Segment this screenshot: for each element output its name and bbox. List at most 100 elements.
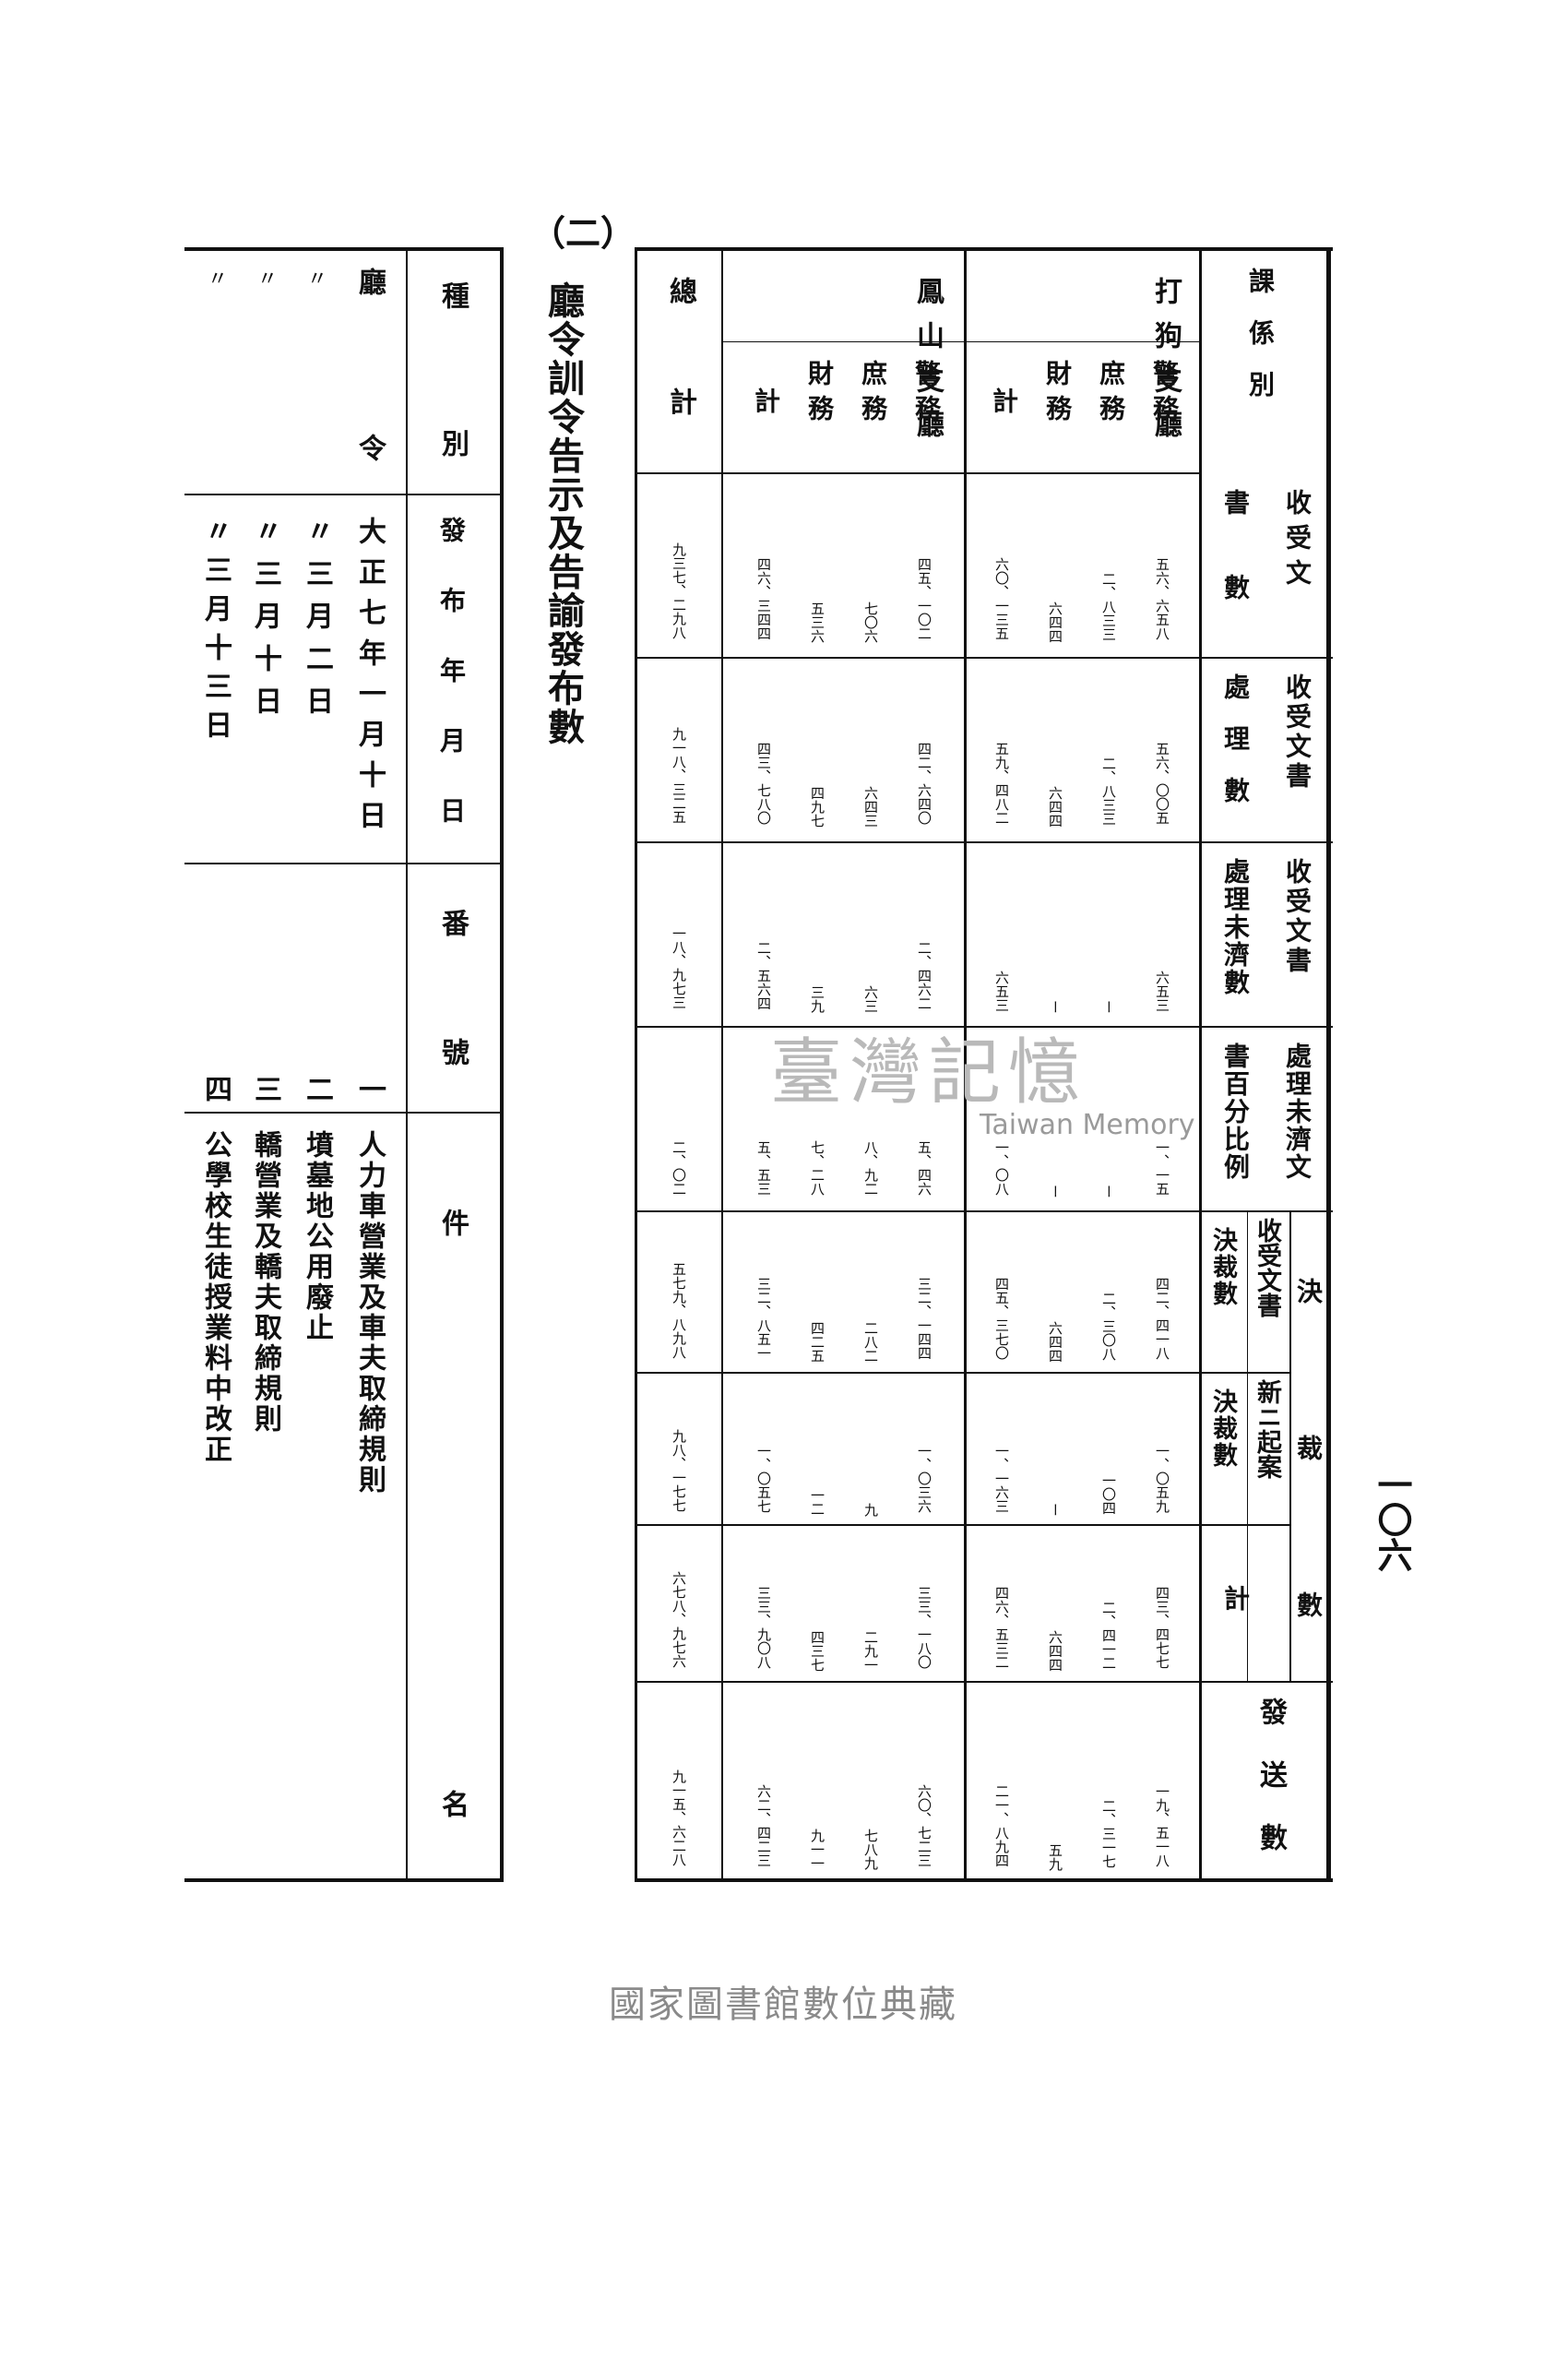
name-1: 人力車營業及車夫取締規則 xyxy=(353,1130,386,1495)
header-date: 發布年月日 xyxy=(436,517,467,867)
table-cell: 三三、一八〇 xyxy=(916,1586,932,1669)
name-3: 轎營業及轎夫取締規則 xyxy=(249,1130,281,1435)
section-title: 廳令訓令告示及告諭發布數 xyxy=(541,281,585,746)
table-cell: 四二五 xyxy=(809,1321,826,1363)
table-cell: 五三六 xyxy=(809,602,826,643)
watermark-latin: Taiwan Memory xyxy=(980,1109,1195,1141)
table-cell: 六四四 xyxy=(1047,786,1063,828)
table-cell: ー xyxy=(1100,1185,1117,1198)
sub-police-2: 警務 xyxy=(911,360,942,430)
date-1: 大正七年一月十日 xyxy=(353,517,386,841)
table-cell: 四三七 xyxy=(809,1630,826,1672)
table-cell: 二、五六四 xyxy=(755,941,772,1010)
table-cell: 五七九、八九八 xyxy=(671,1262,687,1359)
date-3: 〃三月十日 xyxy=(249,517,281,729)
table-cell: 三九 xyxy=(809,985,826,1013)
table-cell: ー xyxy=(1100,1000,1117,1014)
table-cell: 六四四 xyxy=(1047,1321,1063,1363)
table-cell: 八、九二 xyxy=(862,1140,879,1196)
row-label: 收受文 xyxy=(1282,489,1313,594)
table-cell: 一〇四 xyxy=(1100,1473,1117,1515)
table-cell: ー xyxy=(1047,1000,1063,1014)
table-cell: 四三、四七七 xyxy=(1154,1586,1170,1669)
table-cell: 六〇、七二三 xyxy=(916,1784,932,1867)
page: { "page_number": "一〇六", "section_marker"… xyxy=(184,212,1413,2371)
table-cell: 六四四 xyxy=(1047,602,1063,643)
table-cell: 四二、四一八 xyxy=(1154,1277,1170,1360)
table-cell: 四六、五三二 xyxy=(993,1586,1010,1669)
table-cell: 四九七 xyxy=(809,786,826,828)
table-cell: 九 xyxy=(862,1503,879,1517)
table-cell: 四五、一〇二 xyxy=(916,557,932,640)
header-name: 件名 xyxy=(436,1209,469,2371)
row-label: 數 xyxy=(1293,1591,1324,1617)
table-cell: 九八、一七七 xyxy=(671,1429,687,1512)
table-cell: 二、八三三 xyxy=(1100,757,1117,826)
table-cell: ー xyxy=(1047,1185,1063,1198)
sub-finance: 財務 xyxy=(1042,360,1073,430)
row-label: 發送數 xyxy=(1254,1698,1287,1886)
date-4: 〃三月十三日 xyxy=(199,517,232,749)
no-2: 二 xyxy=(301,1075,333,1102)
grand-total-header: 總計 xyxy=(664,277,696,498)
table-cell: 五九 xyxy=(1047,1843,1063,1871)
sub-general: 庶務 xyxy=(1096,360,1126,430)
table-cell: 四三、七八〇 xyxy=(755,742,772,825)
table-cell: 一二 xyxy=(809,1488,826,1516)
table-cell: 二九一 xyxy=(862,1630,879,1672)
table-cell: 三二、八五一 xyxy=(755,1277,772,1360)
table-cell: 六二、四二三 xyxy=(755,1784,772,1867)
row-label: 處理數 xyxy=(1220,673,1251,828)
row-label: 收受文書 xyxy=(1253,1218,1281,1317)
section-marker: （二） xyxy=(530,212,636,254)
table-cell: 一、〇八 xyxy=(993,1140,1010,1196)
table-cell: 四二、六四〇 xyxy=(916,742,932,825)
table-cell: 六四四 xyxy=(1047,1630,1063,1672)
no-1: 一 xyxy=(353,1075,386,1102)
row-label: 裁 xyxy=(1293,1435,1324,1460)
row-label: 書百分比例 xyxy=(1220,1043,1251,1181)
table-cell: 二、三一七 xyxy=(1100,1799,1117,1868)
sub-total-2: 計 xyxy=(751,387,781,413)
name-2: 墳墓地公用廢止 xyxy=(301,1130,333,1343)
table-cell: ー xyxy=(1047,1503,1063,1517)
table-cell: 七、二八 xyxy=(809,1140,826,1196)
table-cell: 五六、六五八 xyxy=(1154,557,1170,640)
table-cell: 二、〇二 xyxy=(671,1140,687,1196)
table-cell: 二一、八九四 xyxy=(993,1784,1010,1867)
sub-general-2: 庶務 xyxy=(858,360,888,430)
table-cell: 二、三〇八 xyxy=(1100,1292,1117,1361)
table-cell: 一、〇三六 xyxy=(916,1444,932,1513)
table-cell: 一八、九七三 xyxy=(671,926,687,1009)
header-no: 番號 xyxy=(436,909,469,1167)
table-cell: 七〇六 xyxy=(862,602,879,643)
table-cell: 六〇、一三五 xyxy=(993,557,1010,640)
header-corner: 課係別 xyxy=(1245,268,1276,423)
table-cell: 七八九 xyxy=(862,1829,879,1870)
no-4: 四 xyxy=(199,1075,232,1102)
row-label: 新ニ起案 xyxy=(1253,1379,1281,1479)
table-cell: 二八二 xyxy=(862,1321,879,1363)
sub-total: 計 xyxy=(989,387,1019,413)
table-cell: 五、五三 xyxy=(755,1140,772,1196)
row-label: 處理未濟數 xyxy=(1220,858,1251,996)
date-2: 〃三月二日 xyxy=(301,517,333,729)
row-label: 收受文書 xyxy=(1282,858,1313,976)
table-cell: 六五三 xyxy=(1154,971,1170,1012)
table-cell: 三二、一四四 xyxy=(916,1277,932,1360)
table-cell: 六三 xyxy=(862,985,879,1013)
table-cell: 一、〇五七 xyxy=(755,1444,772,1513)
table-cell: 五九、四八二 xyxy=(993,742,1010,825)
kind-4: 〃 xyxy=(204,268,227,288)
table-cell: 四六、三四四 xyxy=(755,557,772,640)
name-4: 公學校生徒授業料中改正 xyxy=(199,1130,232,1465)
kind-2: 〃 xyxy=(303,268,327,288)
table-cell: 三三、九〇八 xyxy=(755,1586,772,1669)
row-label: 書數 xyxy=(1220,489,1251,659)
row-label: 決裁數 xyxy=(1208,1227,1237,1307)
header-kind: 種別 xyxy=(436,281,469,577)
footer-collection: 國家圖書館數位典藏 xyxy=(609,1984,957,2026)
table-cell: 九一五、六二八 xyxy=(671,1769,687,1866)
table-cell: 九一一 xyxy=(809,1829,826,1870)
table-cell: 六五三 xyxy=(993,971,1010,1012)
